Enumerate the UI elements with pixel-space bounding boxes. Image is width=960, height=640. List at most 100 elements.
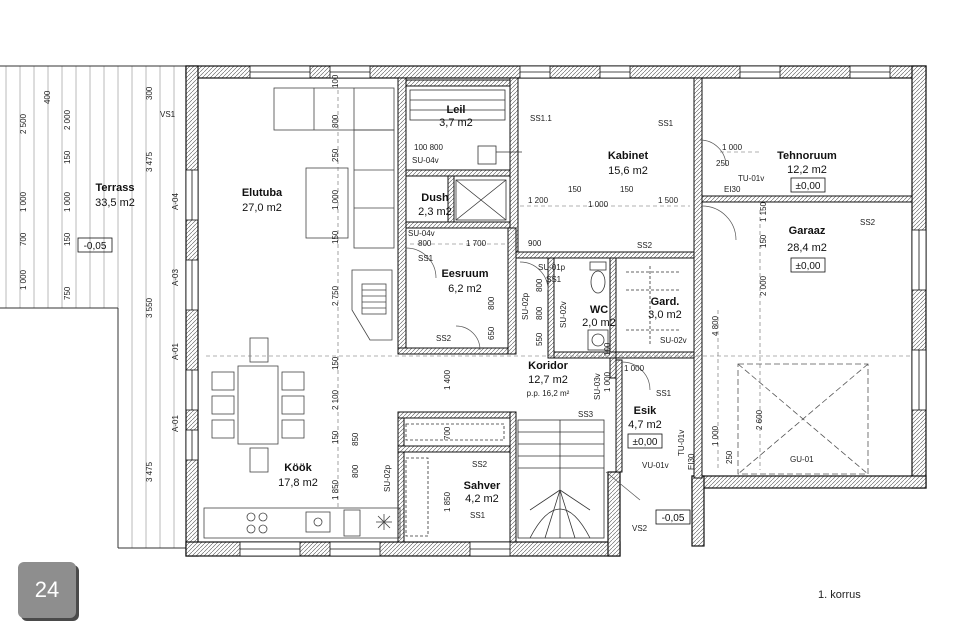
- dim-label: 150: [331, 430, 340, 444]
- dim-label: 100: [603, 342, 612, 356]
- code-a04: A-04: [171, 193, 180, 210]
- room-tehnoruum-area: 12,2 m2: [787, 164, 827, 176]
- code-ss1-eesruum: SS1: [418, 254, 434, 263]
- room-garaaz-name: Garaaz: [789, 225, 826, 237]
- level-esik: ±0,00: [633, 437, 658, 448]
- dim-label: 3 475: [145, 461, 154, 482]
- room-koridor-area: 12,7 m2: [528, 374, 568, 386]
- staircase: [517, 419, 605, 539]
- dim-label: 400: [43, 90, 52, 104]
- dim-label: 1 850: [331, 479, 340, 500]
- code-ss2-sahver: SS2: [472, 460, 488, 469]
- room-koridor-name: Koridor: [528, 360, 568, 372]
- dimension-lines: [206, 90, 910, 510]
- code-tu01v-b: TU-01v: [677, 430, 686, 456]
- dim-label: 1 700: [466, 239, 487, 248]
- code-ss1-1: SS1.1: [530, 114, 552, 123]
- garage-parking: [737, 363, 869, 475]
- dim-label: 2 000: [63, 109, 72, 130]
- code-vu01v: VU-01v: [642, 461, 669, 470]
- dim-label: 1 850: [443, 491, 452, 512]
- dim-label: 1 000: [19, 269, 28, 290]
- room-kabinet-name: Kabinet: [608, 150, 649, 162]
- dim-label: 800: [351, 464, 360, 478]
- sauna-bench: [409, 89, 522, 165]
- dim-label: 250: [331, 148, 340, 162]
- dim-label: 250: [716, 159, 730, 168]
- room-tehnoruum-name: Tehnoruum: [777, 150, 837, 162]
- dim-label: 150: [620, 185, 634, 194]
- dimension-labels: 2 500 2 000 300 400 150 3 475 1 000 1 00…: [19, 74, 768, 512]
- dim-label: 4 800: [711, 315, 720, 336]
- dim-label: 800: [487, 296, 496, 310]
- dim-label: 1 000: [19, 191, 28, 212]
- room-wc-area: 2,0 m2: [582, 317, 616, 329]
- code-ss1-esik: SS1: [656, 389, 672, 398]
- room-dush-name: Dush: [421, 192, 449, 204]
- code-su02p-a: SU-02p: [521, 292, 530, 320]
- code-su04v-a: SU-04v: [412, 156, 439, 165]
- code-a01-upper: A-01: [171, 343, 180, 360]
- dim-label: 100 800: [414, 143, 443, 152]
- room-kook-area: 17,8 m2: [278, 477, 318, 489]
- dim-label: 3 475: [145, 151, 154, 172]
- level-terrass: -0,05: [84, 241, 107, 252]
- page-number-badge: 24: [18, 562, 76, 618]
- code-ss2-eesruum: SS2: [436, 334, 452, 343]
- dim-label: 250: [725, 450, 734, 464]
- dim-label: 800: [418, 239, 432, 248]
- code-gu01: GU-01: [790, 455, 814, 464]
- dim-label: 800: [535, 306, 544, 320]
- code-ss2-kabinet: SS2: [637, 241, 653, 250]
- dim-label: 850: [351, 432, 360, 446]
- room-wc-name: WC: [590, 304, 608, 316]
- code-ss1-kabinet: SS1: [658, 119, 674, 128]
- room-terrass-name: Terrass: [96, 182, 135, 194]
- dim-label: 1 400: [443, 369, 452, 390]
- room-sahver-area: 4,2 m2: [465, 493, 499, 505]
- windows: [185, 65, 927, 557]
- level-entrance: -0,05: [662, 513, 685, 524]
- code-a03: A-03: [171, 269, 180, 286]
- room-kook-name: Köök: [284, 462, 312, 474]
- dim-label: 3 550: [145, 297, 154, 318]
- code-ss1-sahver: SS1: [470, 511, 486, 520]
- room-gard-area: 3,0 m2: [648, 309, 682, 321]
- floor-label: 1. korrus: [818, 589, 861, 601]
- interior-walls: [397, 77, 913, 543]
- dim-label: 150: [759, 234, 768, 248]
- code-a01-lower: A-01: [171, 415, 180, 432]
- room-sahver-name: Sahver: [464, 480, 501, 492]
- dim-label: 300: [145, 86, 154, 100]
- room-garaaz-area: 28,4 m2: [787, 242, 827, 254]
- code-vs2: VS2: [632, 524, 648, 533]
- room-eesruum-area: 6,2 m2: [448, 283, 482, 295]
- dim-label: 650: [487, 326, 496, 340]
- room-elutuba-area: 27,0 m2: [242, 202, 282, 214]
- dim-label: 2 600: [755, 409, 764, 430]
- dim-label: 1 000: [331, 189, 340, 210]
- code-su04v-b: SU-04v: [408, 229, 435, 238]
- dim-label: 1 150: [759, 201, 768, 222]
- dim-label: 1 000: [63, 191, 72, 212]
- dim-label: 150: [63, 150, 72, 164]
- dim-label: 1 000: [588, 200, 609, 209]
- dim-label: 1 000: [603, 371, 612, 392]
- code-ss1-wc: SS1: [546, 275, 562, 284]
- kitchen-counter: [203, 507, 401, 539]
- wardrobe-rails: [626, 266, 680, 346]
- room-koridor-note: p.p. 16,2 m²: [527, 389, 570, 398]
- dim-label: 2 500: [19, 113, 28, 134]
- level-markers: [77, 177, 826, 525]
- fireplace: [351, 269, 393, 341]
- room-leil-area: 3,7 m2: [439, 117, 473, 129]
- sofa: [273, 87, 395, 249]
- room-terrass-area: 33,5 m2: [95, 197, 135, 209]
- dim-label: 150: [331, 356, 340, 370]
- dim-label: 750: [63, 286, 72, 300]
- dim-label: 100: [331, 74, 340, 88]
- room-esik-area: 4,7 m2: [628, 419, 662, 431]
- code-ei30-a: EI30: [724, 185, 741, 194]
- terrace-deck: [0, 65, 190, 549]
